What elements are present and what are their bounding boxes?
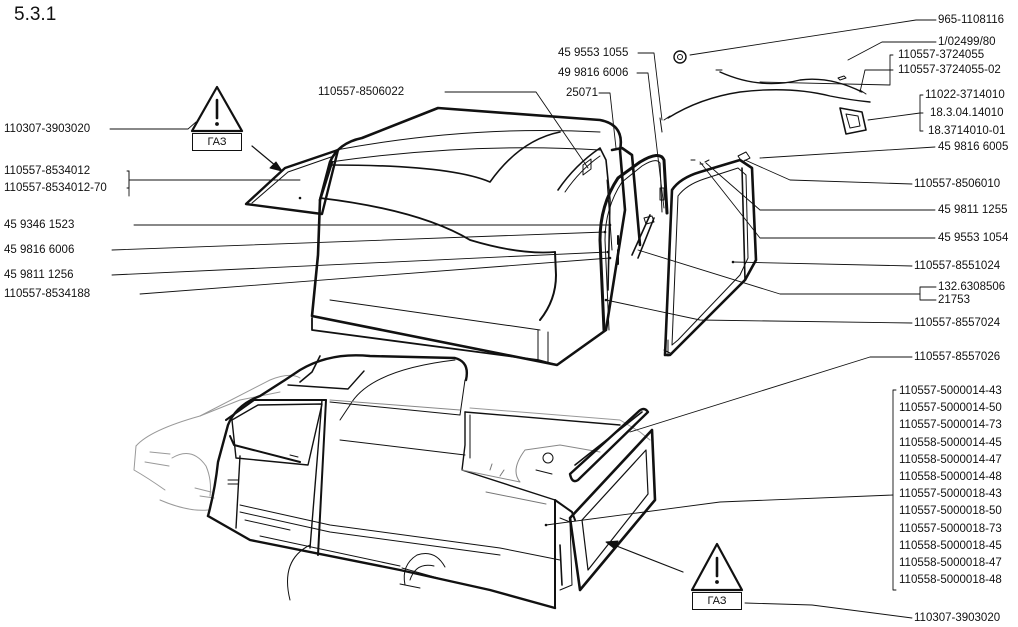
body-code: 110558-5000018-47 [899,557,1002,570]
body-code: 110558-5000014-47 [899,453,1002,466]
label-110557-8534188: 110557-8534188 [4,288,91,300]
label-110557-8551024: 110557-8551024 [914,260,1001,272]
label-18-3714010-01: 18.3714010-01 [928,125,1006,137]
body-code: 110557-5000018-50 [899,505,1002,518]
label-45-9346-1523: 45 9346 1523 [4,219,75,231]
label-110557-3724055: 110557-3724055 [898,49,985,61]
warning-arrow-top [251,145,283,172]
leader-lines [109,19,937,619]
body-code: 110557-5000014-73 [899,419,1002,432]
rear-door-panel [663,151,758,357]
label-45-9553-1054: 45 9553 1054 [938,232,1009,244]
leader-dots [298,196,735,527]
section-number: 5.3.1 [14,4,57,25]
lamp [839,107,867,135]
label-110557-8557024: 110557-8557024 [914,317,1001,329]
warning-label-top: ГАЗ [192,133,242,151]
label-45-9811-1255: 45 9811 1255 [938,204,1008,216]
body-code: 110558-5000014-45 [899,436,1002,449]
label-110557-3724055-02: 110557-3724055-02 [898,64,1001,76]
body-code: 110558-5000018-45 [899,539,1002,552]
body-code: 110558-5000018-48 [899,574,1002,587]
label-11022-3714010: 11022-3714010 [925,89,1005,101]
label-25071: 25071 [566,87,598,99]
body-code: 110558-5000014-48 [899,471,1002,484]
label-1-02499-80: 1/02499/80 [938,36,996,48]
body-code-list: 110557-5000014-43 110557-5000014-50 1105… [899,383,1002,589]
label-21753: 21753 [938,294,970,306]
label-49-9816-6006: 49 9816 6006 [558,67,629,79]
warning-label-bottom: ГАЗ [692,592,742,610]
label-110557-8506022: 110557-8506022 [318,86,405,98]
label-110557-8534012: 110557-8534012 [4,165,91,177]
label-45-9553-1055: 45 9553 1055 [558,47,629,59]
label-965-1108116: 965-1108116 [938,14,1005,26]
label-110557-8506010: 110557-8506010 [914,178,1001,190]
label-18-3-04-14010: 18.3.04.14010 [930,107,1004,119]
label-45-9816-6006: 45 9816 6006 [4,244,75,256]
label-110307-3903020-top: 110307-3903020 [4,123,91,135]
body-code: 110557-5000018-73 [899,522,1002,535]
hardtop-canopy [310,106,627,367]
label-110557-8557026: 110557-8557026 [914,351,1001,363]
label-132-6308506: 132.6308506 [938,281,1006,293]
label-110557-8534012-70: 110557-8534012-70 [4,182,107,194]
body-code: 110557-5000014-43 [899,385,1002,397]
label-45-9816-6005: 45 9816 6005 [938,141,1009,153]
warning-arrow-bottom [605,540,684,573]
pickup-body [133,354,657,610]
label-45-9811-1256: 45 9811 1256 [4,269,74,281]
body-code: 110557-5000014-50 [899,402,1002,415]
body-code: 110557-5000018-43 [899,488,1002,501]
warning-triangle-top-icon [190,85,244,133]
warning-triangle-bottom-icon [690,542,744,592]
label-110307-3903020-bottom: 110307-3903020 [914,612,1001,624]
